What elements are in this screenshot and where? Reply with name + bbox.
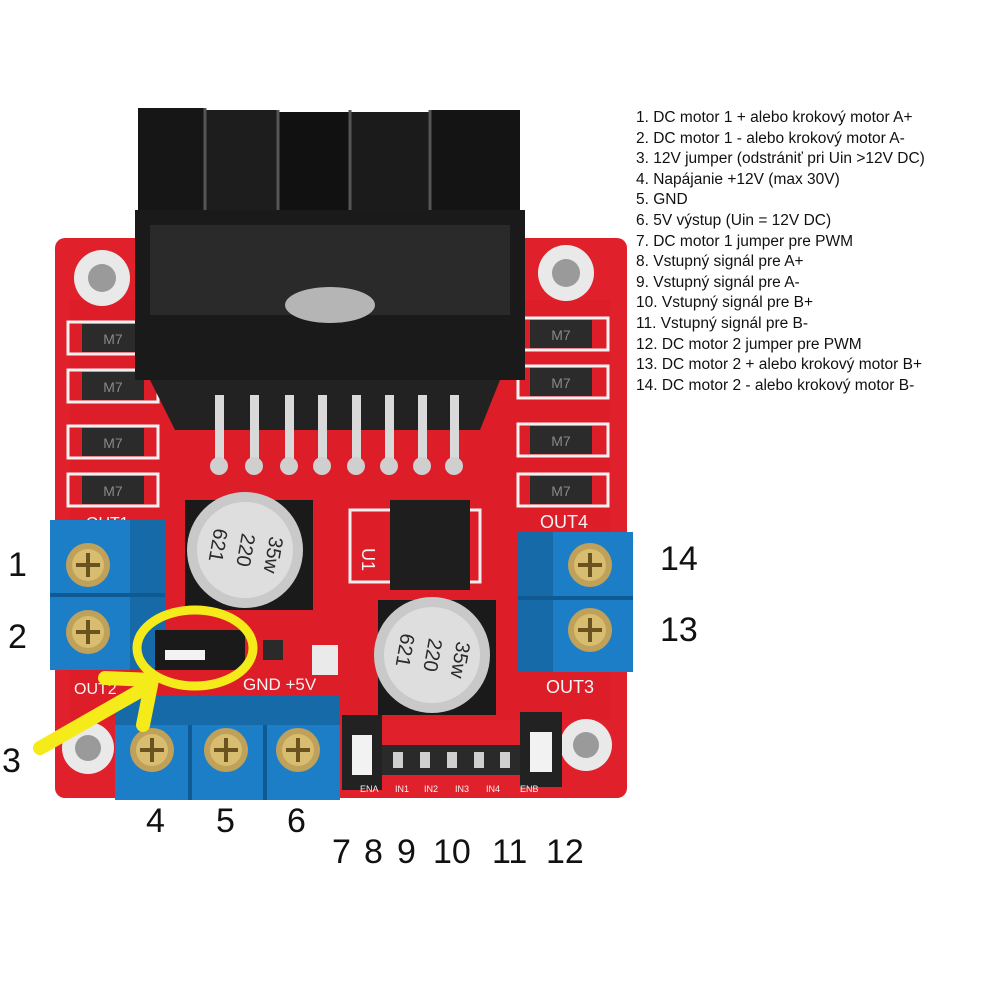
silkscreen-gnd-5v: GND +5V xyxy=(243,675,317,694)
pin-label-in2: IN2 xyxy=(424,784,438,794)
pin-label-enb: ENB xyxy=(520,784,539,794)
callout-2: 2 xyxy=(8,618,27,656)
diode-marking: M7 xyxy=(551,483,571,499)
callout-13: 13 xyxy=(660,611,698,649)
pin-label-in1: IN1 xyxy=(395,784,409,794)
smd-led xyxy=(312,645,338,675)
legend-item: 10. Vstupný signál pre B+ xyxy=(636,294,814,312)
callout-4: 4 xyxy=(146,802,165,840)
callout-11: 11 xyxy=(492,833,528,871)
legend-item: 4. Napájanie +12V (max 30V) xyxy=(636,170,840,188)
diode-icon: M7 xyxy=(516,316,610,352)
screw-icon xyxy=(66,543,110,587)
callout-9: 9 xyxy=(397,833,416,871)
silkscreen-u1: U1 xyxy=(358,548,378,571)
diode-icon: M7 xyxy=(516,364,610,400)
mounting-hole-icon xyxy=(74,250,130,306)
callout-10: 10 xyxy=(433,833,471,871)
heatsink xyxy=(135,108,525,430)
callout-5: 5 xyxy=(216,802,235,840)
diode-marking: M7 xyxy=(103,379,123,395)
legend-item: 6. 5V výstup (Uin = 12V DC) xyxy=(636,211,832,229)
terminal-block-out3-out4 xyxy=(518,532,633,672)
voltage-regulator: U1 xyxy=(348,500,482,590)
diode-marking: M7 xyxy=(551,375,571,391)
legend-list: 1. DC motor 1 + alebo krokový motor A+ 2… xyxy=(636,108,925,396)
diode-icon: M7 xyxy=(66,320,160,356)
silkscreen-out4: OUT4 xyxy=(540,512,588,532)
diode-marking: M7 xyxy=(551,433,571,449)
legend-item: 9. Vstupný signál pre A- xyxy=(636,273,800,291)
legend-item: 2. DC motor 1 - alebo krokový motor A- xyxy=(636,129,905,147)
callout-1: 1 xyxy=(8,546,27,584)
screw-icon xyxy=(204,728,248,772)
legend-item: 12. DC motor 2 jumper pre PWM xyxy=(636,335,862,353)
highlight-arrow-icon xyxy=(33,605,258,755)
diode-marking: M7 xyxy=(103,483,123,499)
terminal-block-power xyxy=(115,695,340,800)
screw-icon xyxy=(276,728,320,772)
pin-label-in4: IN4 xyxy=(486,784,500,794)
smd-resistor xyxy=(263,640,283,660)
diode-marking: M7 xyxy=(551,327,571,343)
callout-6: 6 xyxy=(287,802,306,840)
callout-7: 7 xyxy=(332,833,351,871)
silkscreen-out2: OUT2 xyxy=(74,681,117,698)
legend-item: 14. DC motor 2 - alebo krokový motor B- xyxy=(636,376,915,394)
diode-marking: M7 xyxy=(103,331,123,347)
screw-icon xyxy=(568,608,612,652)
capacitor-left: 35w 220 621 xyxy=(185,492,313,610)
12v-jumper xyxy=(155,630,245,670)
legend-item: 8. Vstupný signál pre A+ xyxy=(636,253,804,271)
pin-label-in3: IN3 xyxy=(455,784,469,794)
legend-item: 7. DC motor 1 jumper pre PWM xyxy=(636,232,854,250)
terminal-block-out1-out2 xyxy=(50,520,165,670)
diode-marking: M7 xyxy=(103,435,123,451)
callout-14: 14 xyxy=(660,540,698,578)
diodes-right: M7 M7 M7 M7 xyxy=(516,316,610,508)
legend-item: 5. GND xyxy=(636,191,688,209)
pin-label-ena: ENA xyxy=(360,784,379,794)
l298n-pins xyxy=(210,395,463,475)
callout-12: 12 xyxy=(546,833,584,871)
mounting-hole-icon xyxy=(538,245,594,301)
diode-icon: M7 xyxy=(516,472,610,508)
callout-8: 8 xyxy=(364,833,383,871)
diode-icon: M7 xyxy=(516,422,610,458)
legend-item: 3. 12V jumper (odstrániť pri Uin >12V DC… xyxy=(636,150,925,168)
pin-header: ENA IN1 IN2 IN3 IN4 ENB xyxy=(342,712,562,794)
callout-3: 3 xyxy=(2,742,21,780)
silkscreen-out3: OUT3 xyxy=(546,677,594,697)
capacitor-right: 35w 220 621 xyxy=(374,597,496,715)
diode-icon: M7 xyxy=(66,472,160,508)
legend-item: 13. DC motor 2 + alebo krokový motor B+ xyxy=(636,356,923,374)
diode-icon: M7 xyxy=(66,424,160,460)
screw-icon xyxy=(130,728,174,772)
legend-item: 11. Vstupný signál pre B- xyxy=(636,314,809,332)
legend-item: 1. DC motor 1 + alebo krokový motor A+ xyxy=(636,109,913,126)
screw-icon xyxy=(66,610,110,654)
mounting-hole-icon xyxy=(560,719,612,771)
screw-icon xyxy=(568,543,612,587)
